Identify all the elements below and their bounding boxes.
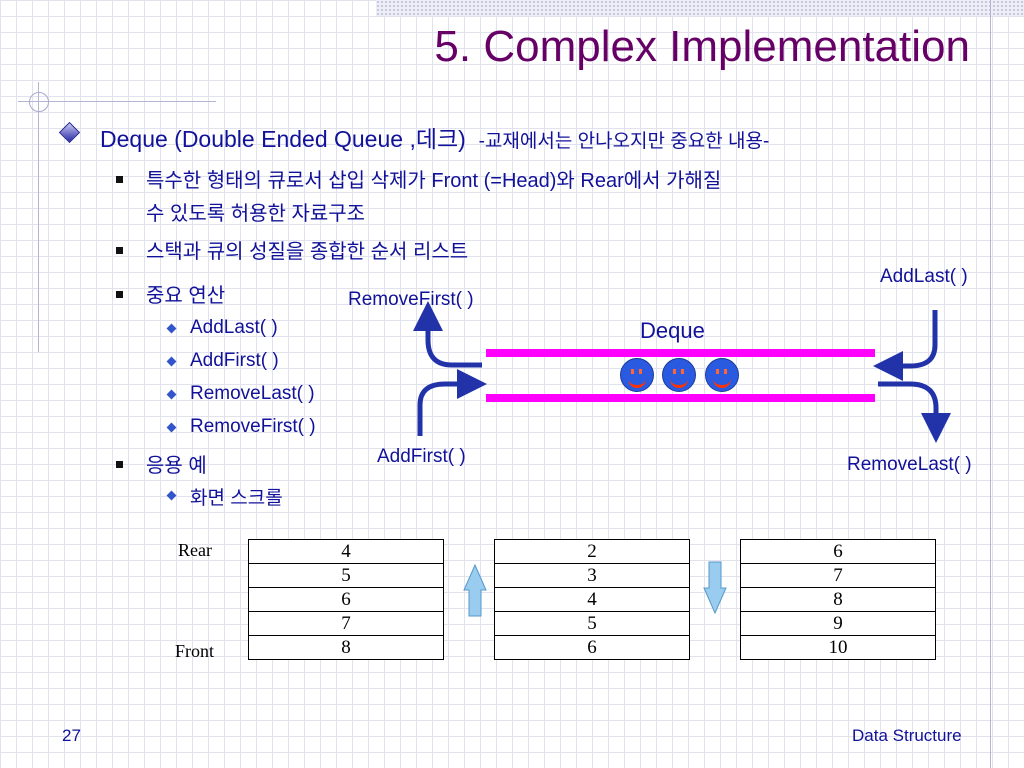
up-arrow-icon: [463, 563, 487, 617]
heading: Deque (Double Ended Queue ,데크) -교재에서는 안나…: [100, 120, 769, 154]
label-add-last: AddLast( ): [880, 266, 968, 287]
heading-note: -교재에서는 안나오지만 중요한 내용-: [478, 131, 770, 152]
deque-element-ball: [662, 358, 696, 392]
slide-title: 5. Complex Implementation: [434, 22, 970, 71]
square-bullet-icon: [116, 176, 123, 183]
add-first-arrow: [417, 369, 487, 436]
label-add-first: AddFirst( ): [377, 446, 466, 467]
table-cell: 5: [248, 563, 444, 588]
square-bullet-icon: [116, 247, 123, 254]
table-row: 4: [248, 539, 444, 564]
table-row: 9: [740, 611, 936, 636]
deque-bottom-bar: [486, 394, 875, 402]
deque-top-bar: [486, 349, 875, 357]
front-label: Front: [175, 641, 215, 661]
bullet-line-3: 중요 연산: [146, 285, 226, 307]
table-cell: 6: [248, 587, 444, 612]
table-row: 3: [494, 563, 690, 588]
add-last-arrow: [873, 310, 938, 381]
op-add-first: AddFirst( ): [190, 350, 279, 371]
rear-label: Rear: [178, 540, 212, 560]
table-cell: 8: [740, 587, 936, 612]
footer-title: Data Structure: [852, 726, 962, 745]
table-cell: 8: [248, 635, 444, 660]
table-row: 6: [494, 635, 690, 660]
scroll-table-3: 6 7 8 9 10: [740, 539, 936, 660]
table-row: 5: [494, 611, 690, 636]
table-cell: 4: [494, 587, 690, 612]
down-arrow-icon: [703, 561, 727, 615]
deque-element-ball: [620, 358, 654, 392]
scroll-table-2: 2 3 4 5 6: [494, 539, 690, 660]
top-decorative-band: [376, 0, 1024, 16]
table-row: 7: [740, 563, 936, 588]
op-add-last: AddLast( ): [190, 317, 278, 338]
bullet-line-2: 스택과 큐의 성질을 종합한 순서 리스트: [146, 241, 469, 263]
deco-vertical-line-right: [990, 0, 991, 768]
remove-last-arrow: [878, 381, 951, 443]
table-row: 4: [494, 587, 690, 612]
table-cell: 5: [494, 611, 690, 636]
table-cell: 10: [740, 635, 936, 660]
deque-element-ball: [705, 358, 739, 392]
op-remove-first: RemoveFirst( ): [190, 416, 316, 437]
bullet-line-1: 특수한 형태의 큐로서 삽입 삭제가 Front (=Head)와 Rear에서…: [146, 170, 722, 192]
table-cell: 2: [494, 539, 690, 564]
op-remove-last: RemoveLast( ): [190, 383, 315, 404]
table-cell: 4: [248, 539, 444, 564]
deco-horizontal-line: [18, 101, 216, 102]
label-remove-last: RemoveLast( ): [847, 454, 972, 475]
deco-vertical-line-left: [38, 82, 39, 352]
table-row: 10: [740, 635, 936, 660]
table-cell: 7: [248, 611, 444, 636]
table-cell: 3: [494, 563, 690, 588]
table-row: 8: [740, 587, 936, 612]
bullet-line-1-cont: 수 있도록 허용한 자료구조: [146, 203, 366, 225]
table-cell: 6: [494, 635, 690, 660]
table-cell: 6: [740, 539, 936, 564]
example-screen-scroll: 화면 스크롤: [190, 488, 283, 509]
table-row: 6: [248, 587, 444, 612]
table-row: 2: [494, 539, 690, 564]
square-bullet-icon: [116, 461, 123, 468]
table-row: 5: [248, 563, 444, 588]
table-row: 7: [248, 611, 444, 636]
page-number: 27: [62, 726, 81, 745]
deque-label: Deque: [640, 318, 705, 343]
square-bullet-icon: [116, 291, 123, 298]
table-row: 8: [248, 635, 444, 660]
scroll-table-1: 4 5 6 7 8: [248, 539, 444, 660]
heading-text: Deque (Double Ended Queue ,데크): [100, 126, 466, 152]
table-row: 6: [740, 539, 936, 564]
remove-first-arrow: [413, 301, 482, 368]
deco-circle: [29, 92, 49, 112]
table-cell: 7: [740, 563, 936, 588]
table-cell: 9: [740, 611, 936, 636]
bullet-line-4: 응용 예: [146, 455, 207, 477]
